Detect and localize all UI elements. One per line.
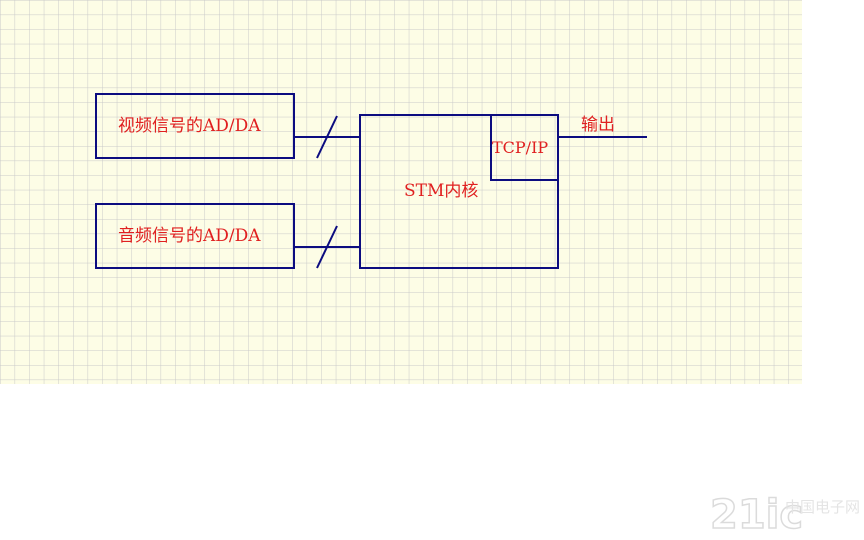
video-adda-label: 视频信号的AD/DA (118, 116, 261, 136)
audio-adda-block (95, 203, 295, 269)
tcpip-label: TCP/IP (492, 138, 549, 157)
stm-core-block (359, 114, 559, 269)
output-label: 输出 (581, 115, 615, 135)
video-adda-block (95, 93, 295, 159)
tcpip-block (490, 114, 559, 181)
video-bus-slash (316, 115, 338, 159)
stm-core-label: STM内核 (404, 181, 479, 201)
audio-adda-label: 音频信号的AD/DA (118, 226, 261, 246)
audio-bus-slash (316, 225, 338, 269)
watermark-brand: 21ic (710, 492, 803, 538)
grid-paper (0, 0, 802, 384)
watermark-site: 中国电子网 (785, 498, 860, 516)
watermark-logo: 21ic 中国电子网 (709, 491, 860, 539)
